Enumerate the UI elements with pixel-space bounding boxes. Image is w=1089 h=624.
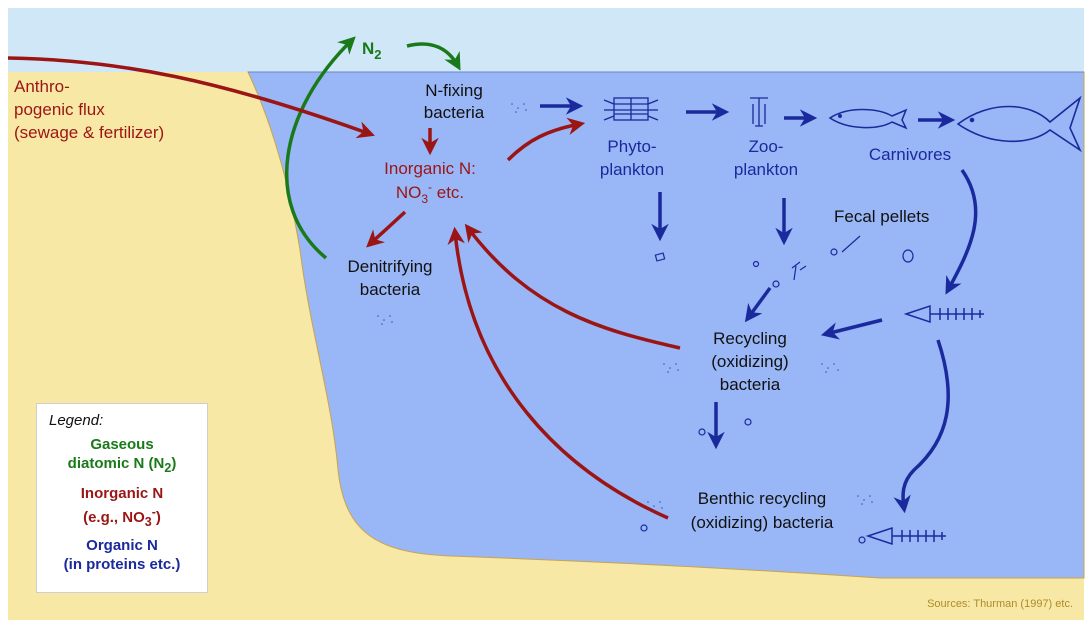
legend: Legend: Gaseous diatomic N (N2) Inorgani… <box>36 403 208 593</box>
carnivores-label: Carnivores <box>869 145 951 164</box>
fish-skeleton-icon <box>903 304 984 324</box>
ocean-water <box>247 71 1085 579</box>
svg-text:Recycling: Recycling <box>713 329 787 348</box>
arrow-inorganic-to-phytoplankton <box>506 117 586 162</box>
svg-text:(oxidizing): (oxidizing) <box>711 352 788 371</box>
bacteria-dots-icon <box>377 103 873 511</box>
svg-text:(sewage & fertilizer): (sewage & fertilizer) <box>14 123 164 142</box>
detritus-particles-icon <box>640 248 914 544</box>
svg-text:pogenic flux: pogenic flux <box>14 100 105 119</box>
recycling-bacteria-label: Recycling (oxidizing) bacteria <box>711 329 788 394</box>
svg-text:Denitrifying: Denitrifying <box>347 257 432 276</box>
source-credit: Sources: Thurman (1997) etc. <box>927 598 1073 610</box>
anthropogenic-flux-label: Anthro- pogenic flux (sewage & fertilize… <box>14 77 164 142</box>
large-fish-icon <box>956 95 1082 153</box>
svg-text:bacteria: bacteria <box>720 375 781 394</box>
svg-text:plankton: plankton <box>734 160 798 179</box>
arrow-skeleton-to-recycling <box>820 318 883 340</box>
zooplankton-icon <box>750 97 768 127</box>
n2-label: N2 <box>362 39 382 62</box>
svg-text:Anthro-: Anthro- <box>14 77 70 96</box>
phytoplankton-label: Phyto- plankton <box>600 137 664 179</box>
benthic-recycling-label: Benthic recycling (oxidizing) bacteria <box>691 489 834 532</box>
legend-organic-n: Organic N (in proteins etc.) <box>63 537 181 573</box>
svg-text:bacteria: bacteria <box>424 103 485 122</box>
svg-text:plankton: plankton <box>600 160 664 179</box>
legend-gaseous-n: Gaseous diatomic N (N2) <box>67 436 177 475</box>
arrow-benthic-to-inorganic <box>447 226 669 520</box>
sky-band <box>8 8 1084 72</box>
legend-title: Legend: <box>49 412 104 429</box>
svg-text:Benthic recycling: Benthic recycling <box>698 489 827 508</box>
svg-text:N-fixing: N-fixing <box>425 81 483 100</box>
fecal-pellets-leader-line <box>841 235 861 253</box>
denitrifying-bacteria-label: Denitrifying bacteria <box>347 257 432 299</box>
legend-inorganic-n: Inorganic N (e.g., NO3-) <box>80 485 164 529</box>
svg-text:Inorganic N:: Inorganic N: <box>384 159 476 178</box>
arrow-denitrification-to-n2 <box>284 36 356 260</box>
svg-text:(oxidizing) bacteria: (oxidizing) bacteria <box>691 513 834 532</box>
arrow-carnivore-sinking <box>945 168 978 295</box>
arrow-recycling-to-inorganic <box>464 223 681 350</box>
svg-text:bacteria: bacteria <box>360 280 421 299</box>
arrow-anthropogenic-flux <box>7 56 375 139</box>
nfixing-bacteria-label: N-fixing bacteria <box>424 81 485 122</box>
zooplankton-label: Zoo- plankton <box>734 137 798 179</box>
arrow-particles-to-recycling <box>744 286 772 323</box>
svg-text:NO3- etc.: NO3- etc. <box>396 180 464 206</box>
small-fish-icon <box>828 108 908 130</box>
svg-text:Zoo-: Zoo- <box>749 137 784 156</box>
inorganic-n-label: Inorganic N: NO3- etc. <box>384 159 476 206</box>
svg-text:Phyto-: Phyto- <box>607 137 656 156</box>
arrow-n2-to-nfixing <box>406 42 461 71</box>
benthic-fish-skeleton-icon <box>865 526 946 546</box>
fecal-pellets-label: Fecal pellets <box>834 207 929 226</box>
phytoplankton-icon <box>603 97 659 121</box>
arrow-inorganic-to-denitrifying <box>366 210 407 248</box>
arrow-to-benthic-skeleton <box>893 339 950 514</box>
